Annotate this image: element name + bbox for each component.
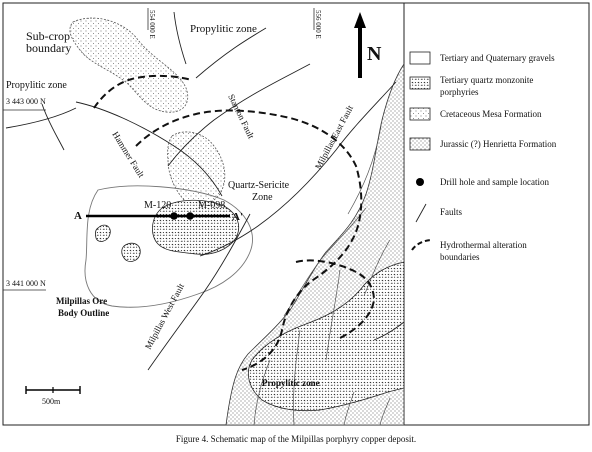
label-propylitic-bottom: Propylitic zone xyxy=(262,378,320,388)
label-propylitic-top: Propylitic zone xyxy=(190,23,257,35)
contact-line-6 xyxy=(253,359,271,426)
legend-label-alteration-line2: boundaries xyxy=(440,252,480,262)
legend-label-mesa: Cretaceous Mesa Formation xyxy=(440,109,542,119)
label-section-a: A xyxy=(74,210,82,222)
legend-swatch-mesa xyxy=(409,107,431,121)
label-qs-zone-line2: Zone xyxy=(252,192,273,203)
legend-swatch-henrietta xyxy=(409,137,431,151)
stanton-fault xyxy=(167,63,311,167)
north-arrow-group xyxy=(354,12,366,78)
label-milpillas-west-fault: Milpillas West Fault xyxy=(143,281,186,351)
legend-label-faults: Faults xyxy=(440,207,463,217)
fault-line-north-1 xyxy=(173,11,187,65)
milpillas-east-fault xyxy=(199,81,397,257)
quartz-sericite-mesa-unit xyxy=(167,131,226,207)
label-north-arrow: N xyxy=(367,43,382,65)
alteration-boundary-north xyxy=(93,74,193,109)
label-ore-body-line1: Milpillas Ore xyxy=(56,296,107,306)
alteration-boundary-central xyxy=(135,109,363,371)
fault-line-west-2 xyxy=(41,103,65,151)
legend-swatch-gravels xyxy=(409,51,431,65)
porphyry-intrusion-small-1 xyxy=(95,224,111,242)
legend-label-alteration-line1: Hydrothermal alteration xyxy=(440,240,527,250)
north-arrow-shaft xyxy=(358,26,362,78)
contact-line-5 xyxy=(293,329,301,426)
fault-line-west xyxy=(5,107,77,129)
fault-line-east-edge xyxy=(373,321,405,341)
porphyry-intrusion-small-2 xyxy=(121,242,141,262)
sub-crop-mesa-unit xyxy=(69,17,189,113)
legend-symbol-drill-hole xyxy=(416,178,424,186)
legend-swatch-porphyry xyxy=(409,76,431,90)
label-qs-zone-line1: Quartz-Sericite xyxy=(228,180,290,191)
label-drill-m098: M-098 xyxy=(198,200,225,211)
legend-label-gravels: Tertiary and Quaternary gravels xyxy=(440,53,555,63)
label-northing-3441: 3 441 000 N xyxy=(6,279,46,288)
milpillas-west-fault xyxy=(147,213,251,371)
north-arrow-icon xyxy=(354,12,366,28)
scale-bar-group xyxy=(25,386,81,394)
label-drill-m120: M-120 xyxy=(144,200,171,211)
contact-line-3 xyxy=(363,239,391,297)
alteration-boundary-east xyxy=(295,259,376,339)
contact-line-8 xyxy=(379,397,391,426)
label-easting-554: 554 000 E xyxy=(148,10,156,39)
contact-line-4 xyxy=(325,269,341,361)
porphyry-intrusion-south xyxy=(248,261,405,412)
legend-symbol-alteration xyxy=(411,239,433,251)
label-section-a-prime: A' xyxy=(232,211,243,223)
fault-line-north-2 xyxy=(195,27,267,79)
contact-line-7 xyxy=(343,391,355,426)
label-propylitic-left: Propylitic zone xyxy=(6,80,67,91)
label-easting-556: 556 000 E xyxy=(314,10,322,39)
legend-symbol-fault xyxy=(415,203,427,223)
label-hammer-fault: Hammer Fault xyxy=(110,130,146,180)
label-stanton-fault: Stanton Fault xyxy=(226,92,256,140)
hammer-fault xyxy=(75,101,223,197)
legend-label-porphyry-line1: Tertiary quartz monzonite xyxy=(440,75,533,85)
legend-label-drill-hole: Drill hole and sample location xyxy=(440,177,549,187)
label-milpillas-east-fault: Milpillas East Fault xyxy=(313,103,355,171)
label-scale-bar: 500m xyxy=(42,397,61,406)
label-sub-crop-line1: Sub-crop xyxy=(26,29,70,43)
drill-hole-m120 xyxy=(170,212,178,220)
label-northing-3443: 3 443 000 N xyxy=(6,97,46,106)
label-sub-crop-line2: boundary xyxy=(26,41,71,55)
legend: Tertiary and Quaternary gravels Tertiary… xyxy=(409,51,557,262)
drill-hole-m098 xyxy=(186,212,194,220)
legend-label-henrietta: Jurassic (?) Henrietta Formation xyxy=(440,139,557,149)
figure-caption: Figure 4. Schematic map of the Milpillas… xyxy=(176,434,416,444)
contact-line-1 xyxy=(347,119,383,215)
label-ore-body-line2: Body Outline xyxy=(58,308,109,318)
legend-label-porphyry-line2: porphyries xyxy=(440,87,479,97)
ore-body-outline xyxy=(84,185,253,308)
